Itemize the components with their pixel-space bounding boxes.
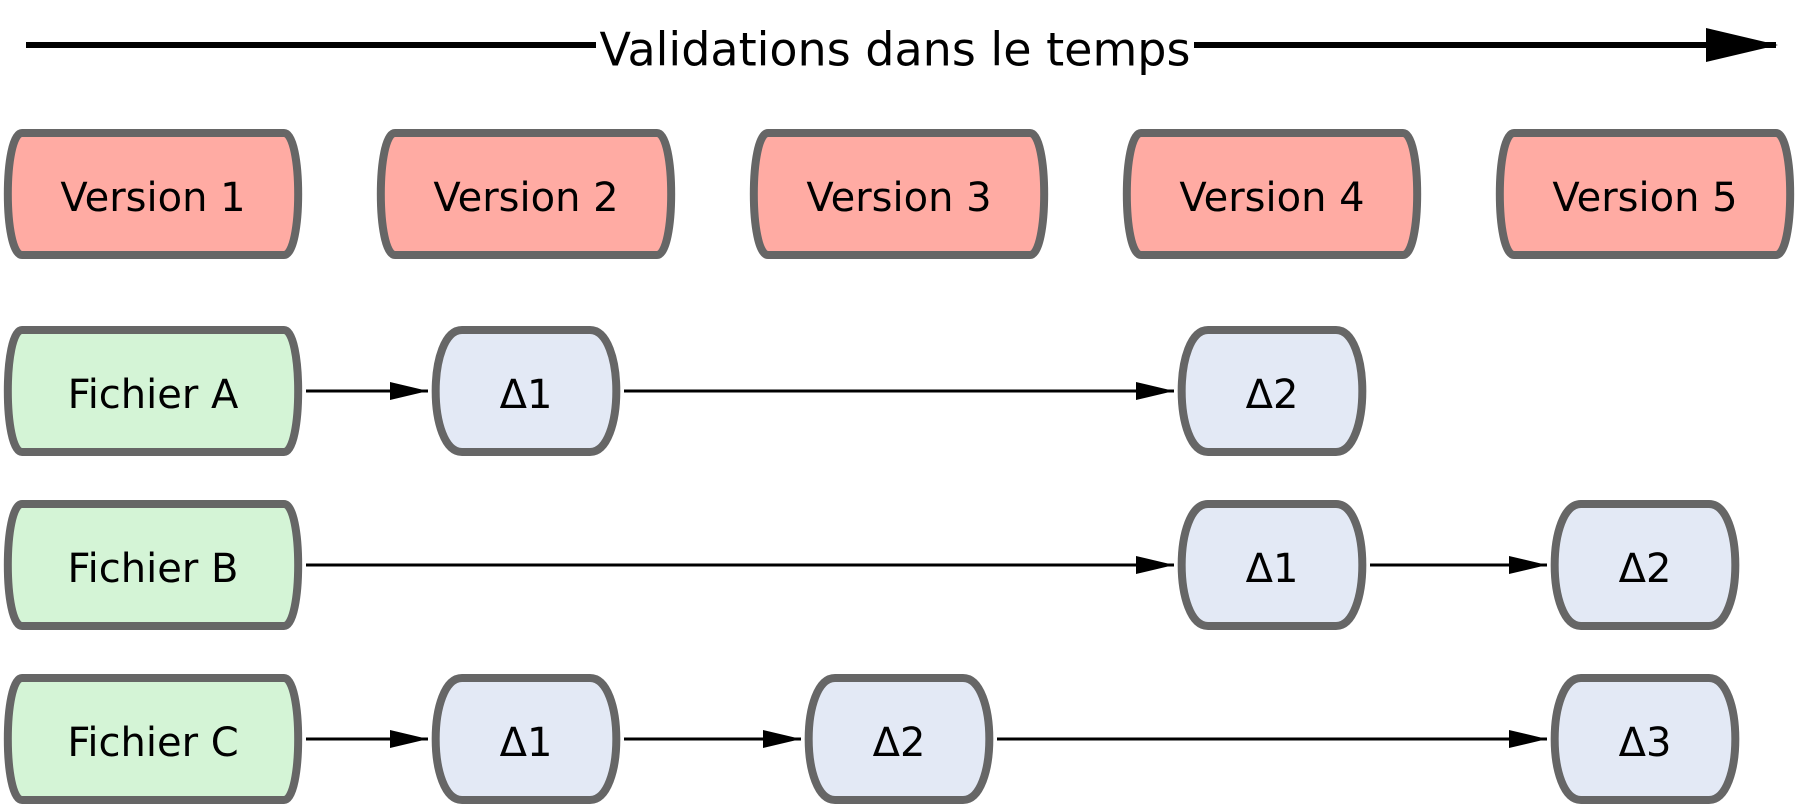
file-a-delta-2-node-shape [1177,326,1367,456]
version-4-node: Version 4 [1122,129,1422,259]
versions-row: Version 1 Version 2 Version 3 Version 4 Vers… [3,129,1795,259]
file-a-delta-1-node: Δ1 [431,326,621,456]
file-label: Fichier C [67,720,238,766]
version-label: Version 5 [1552,175,1737,221]
arrows-layer [306,382,1547,748]
timeline: Validations dans le temps [26,18,1778,77]
version-2-node: Version 2 [376,129,676,259]
file-c-delta-1-node: Δ1 [431,674,621,804]
file-a-node-shape [3,326,303,456]
version-3-node-shape [749,129,1049,259]
version-label: Version 1 [60,175,245,221]
version-1-node-shape [3,129,303,259]
timeline-label: Validations dans le temps [600,23,1191,77]
version-3-node: Version 3 [749,129,1049,259]
version-label: Version 3 [806,175,991,221]
version-label: Version 4 [1179,175,1364,221]
file-c-node: Fichier C [3,674,303,804]
delta-label: Δ1 [500,372,553,418]
file-label: Fichier B [68,546,239,592]
file-c-node-shape [3,674,303,804]
file-a-delta-2-node: Δ2 [1177,326,1367,456]
file-a-node: Fichier A [3,326,303,456]
file-b-delta-1-node: Δ1 [1177,500,1367,630]
file-c-delta-2-node-shape [804,674,994,804]
delta-label: Δ3 [1619,720,1672,766]
file-a-delta-1-node-shape [431,326,621,456]
delta-label: Δ2 [1246,372,1299,418]
file-c-delta-3-node-shape [1550,674,1740,804]
version-5-node-shape [1495,129,1795,259]
file-b-delta-1-node-shape [1177,500,1367,630]
file-c-delta-2-node: Δ2 [804,674,994,804]
version-label: Version 2 [433,175,618,221]
file-c-delta-1-node-shape [431,674,621,804]
version-4-node-shape [1122,129,1422,259]
file-b-node: Fichier B [3,500,303,630]
delta-label: Δ2 [1619,546,1672,592]
file-b-node-shape [3,500,303,630]
file-b-delta-2-node-shape [1550,500,1740,630]
version-2-node-shape [376,129,676,259]
version-5-node: Version 5 [1495,129,1795,259]
file-b-delta-2-node: Δ2 [1550,500,1740,630]
delta-label: Δ2 [873,720,926,766]
file-label: Fichier A [68,372,239,418]
files-column: Fichier A Fichier B Fichier C [3,326,303,804]
delta-label: Δ1 [1246,546,1299,592]
version-1-node: Version 1 [3,129,303,259]
delta-label: Δ1 [500,720,553,766]
file-c-delta-3-node: Δ3 [1550,674,1740,804]
timeline-label-background [596,18,1194,72]
